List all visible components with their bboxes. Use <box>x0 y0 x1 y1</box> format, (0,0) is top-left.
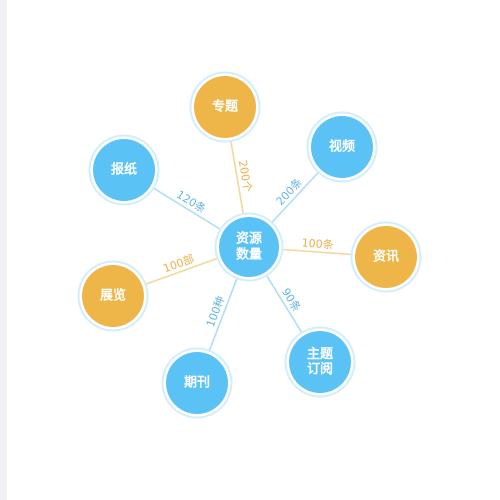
zhuanti-node-label: 专题 <box>212 99 239 115</box>
edge-label-zixun: 100条 <box>301 235 334 251</box>
qikan-node-label: 期刊 <box>184 376 210 391</box>
shipin-node-circle <box>311 116 373 178</box>
baozhi-node-circle <box>93 139 155 201</box>
left-edge-strip <box>0 0 7 500</box>
qikan-node[interactable]: 期刊 <box>161 347 233 419</box>
center-node-label: 数量 <box>236 247 262 263</box>
center-node-label: 资源 <box>236 231 262 247</box>
baozhi-node-label: 报纸 <box>111 162 137 178</box>
zixun-node-circle <box>355 226 417 288</box>
zhanlan-node-label: 展览 <box>100 288 126 304</box>
zhutidingyue-node-label: 订阅 <box>307 361 333 377</box>
center-node-circle <box>219 217 279 277</box>
zixun-node[interactable]: 资讯 <box>350 221 422 293</box>
baozhi-node[interactable]: 报纸 <box>88 134 160 206</box>
zhutidingyue-node-circle <box>289 331 351 393</box>
edge-label-zhutidingyue: 90条 <box>279 285 304 314</box>
shipin-node-label: 视频 <box>329 139 355 155</box>
zhuanti-node-circle <box>194 76 256 138</box>
zixun-node-label: 资讯 <box>373 249 399 265</box>
zhanlan-node-circle <box>82 265 144 327</box>
zhuanti-node[interactable]: 专题 <box>189 71 261 143</box>
qikan-node-circle <box>166 352 228 414</box>
edge-label-zhuanti: 200个 <box>236 159 254 193</box>
zhanlan-node[interactable]: 展览 <box>77 260 149 332</box>
shipin-node[interactable]: 视频 <box>306 111 378 183</box>
zhutidingyue-node-label: 主题 <box>307 346 334 362</box>
